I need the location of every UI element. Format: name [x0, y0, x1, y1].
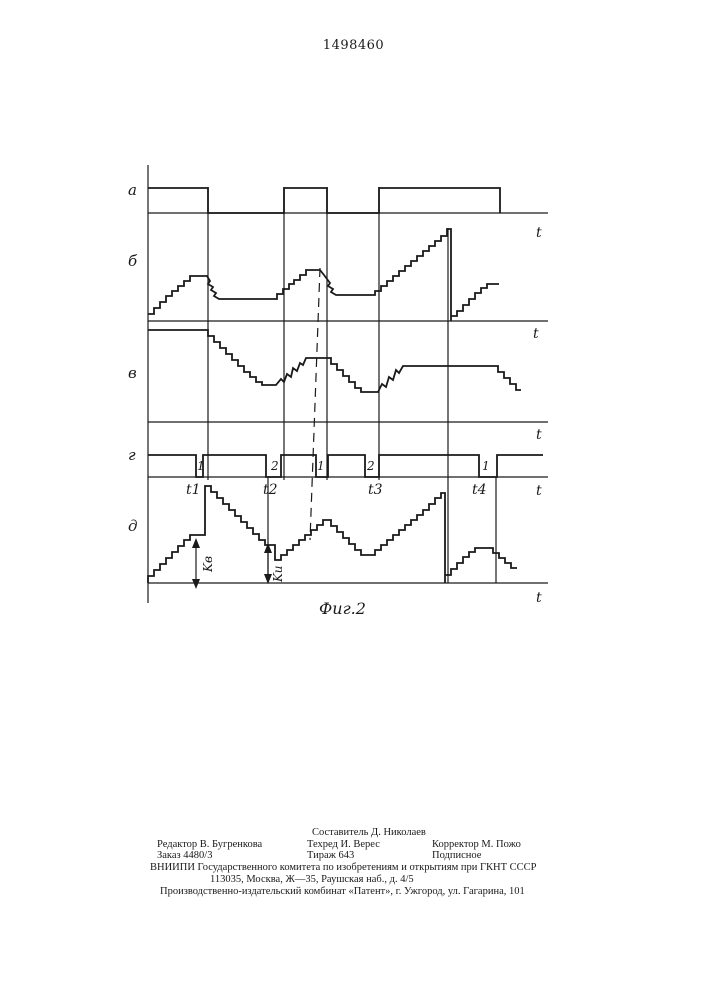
signal-v	[148, 330, 521, 392]
signal-a	[148, 188, 500, 213]
signal-b	[148, 229, 499, 321]
row-label-d: д	[128, 517, 138, 535]
time-mark-t2: t2	[263, 482, 278, 498]
figure-caption: Фиг.2	[319, 599, 366, 618]
time-mark-t3: t3	[368, 482, 383, 498]
row-label-b: б	[128, 252, 138, 270]
pulse-label-3: 1	[317, 459, 325, 473]
sync-lines	[208, 187, 496, 583]
ku-label: Ku	[271, 566, 285, 583]
t-label-a: t	[536, 225, 542, 241]
pulse-label-4: 2	[366, 459, 375, 473]
time-mark-t1: t1	[186, 482, 201, 498]
t-label-g: t	[536, 483, 542, 499]
t-label-b: t	[533, 326, 539, 342]
t-label-d: t	[536, 590, 542, 606]
kv-arrow	[192, 538, 200, 589]
row-label-g: г	[128, 446, 136, 464]
time-mark-t4: t4	[472, 482, 487, 498]
pulse-label-5: 1	[482, 459, 490, 473]
kv-label: Kв	[201, 556, 215, 573]
imprint-publisher: Производственно-издательский комбинат «П…	[160, 885, 525, 898]
row-label-v: в	[128, 364, 137, 382]
t-label-v: t	[536, 427, 542, 443]
row-label-a: а	[128, 181, 137, 199]
pulse-label-2: 2	[270, 459, 279, 473]
pulse-label-1: 1	[197, 459, 205, 473]
